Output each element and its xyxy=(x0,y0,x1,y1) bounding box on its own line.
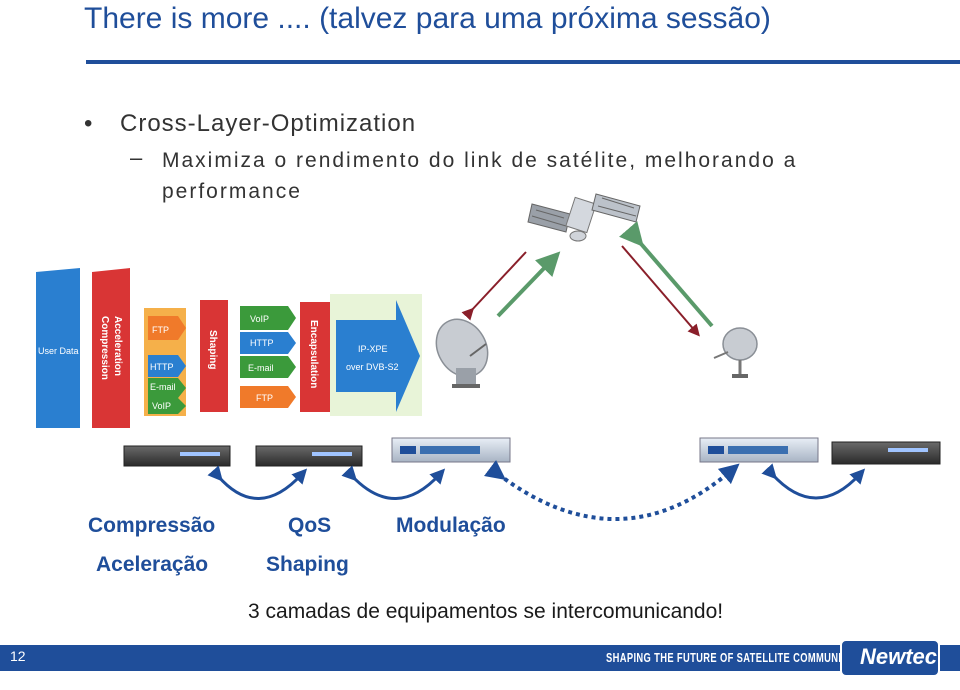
page-number: 12 xyxy=(10,648,26,664)
acceleration-label: Acceleration xyxy=(112,316,123,376)
label-modulacao: Modulação xyxy=(396,514,506,537)
newtec-logo-text: Newtec xyxy=(860,644,938,669)
diagram-caption: 3 camadas de equipamentos se intercomuni… xyxy=(248,600,724,623)
label-compressao: Compressão xyxy=(88,514,216,537)
rack-unit-3 xyxy=(391,437,511,463)
sub-bullet-text: Maximiza o rendimento do link de satélit… xyxy=(162,149,798,203)
satellite-icon xyxy=(527,193,641,242)
protocol-right-1: VoIP xyxy=(250,314,269,324)
satellite-dish-right-icon xyxy=(713,327,758,378)
newtec-logo xyxy=(840,639,940,677)
slide-title: There is more .... (talvez para uma próx… xyxy=(84,2,771,35)
label-aceleracao: Aceleração xyxy=(96,553,209,576)
label-shaping: Shaping xyxy=(266,553,349,576)
protocol-stack-right: VoIP HTTP E-mail FTP xyxy=(240,306,296,408)
bullet-text: Cross-Layer-Optimization xyxy=(120,110,417,137)
protocol-left-2: HTTP xyxy=(150,362,174,372)
rack-unit-1 xyxy=(123,445,231,467)
sub-bullet-dash-icon: – xyxy=(130,145,143,170)
bullet-icon: • xyxy=(84,110,93,137)
layer-connections xyxy=(207,459,866,521)
ip-xpe-label: IP-XPE xyxy=(358,344,388,354)
protocol-stack-left: FTP HTTP E-mail VoIP xyxy=(144,308,186,416)
ip-xpe-arrow: IP-XPE over DVB-S2 xyxy=(330,294,422,416)
shaping-bar-label: Shaping xyxy=(207,330,218,369)
protocol-left-4: VoIP xyxy=(152,401,171,411)
uplink-arrows xyxy=(461,221,714,337)
rack-unit-5 xyxy=(831,441,941,465)
protocol-left-3: E-mail xyxy=(150,382,176,392)
user-data-label: User Data xyxy=(38,346,79,356)
network-diagram: User Data Acceleration Compression FTP H… xyxy=(36,193,941,521)
protocol-left-1: FTP xyxy=(152,325,169,335)
label-qos: QoS xyxy=(288,514,332,537)
protocol-right-2: HTTP xyxy=(250,338,274,348)
encapsulation-bar-label: Encapsulation xyxy=(308,320,319,388)
shaping-block: Shaping xyxy=(200,300,228,412)
user-data-block: User Data xyxy=(36,268,80,428)
rack-unit-2 xyxy=(255,445,363,467)
footer-bar xyxy=(0,645,960,671)
protocol-right-4: FTP xyxy=(256,393,273,403)
satellite-dish-left-icon xyxy=(435,318,489,388)
rack-unit-4 xyxy=(699,437,819,463)
title-underline xyxy=(86,60,960,64)
acceleration-compression-block: Acceleration Compression xyxy=(92,268,130,428)
encapsulation-block: Encapsulation xyxy=(300,302,330,412)
dvbs2-label: over DVB-S2 xyxy=(346,362,399,372)
footer-tagline: SHAPING THE FUTURE OF SATELLITE COMMUNIC… xyxy=(606,650,886,665)
compression-label: Compression xyxy=(99,316,110,380)
protocol-right-3: E-mail xyxy=(248,363,274,373)
